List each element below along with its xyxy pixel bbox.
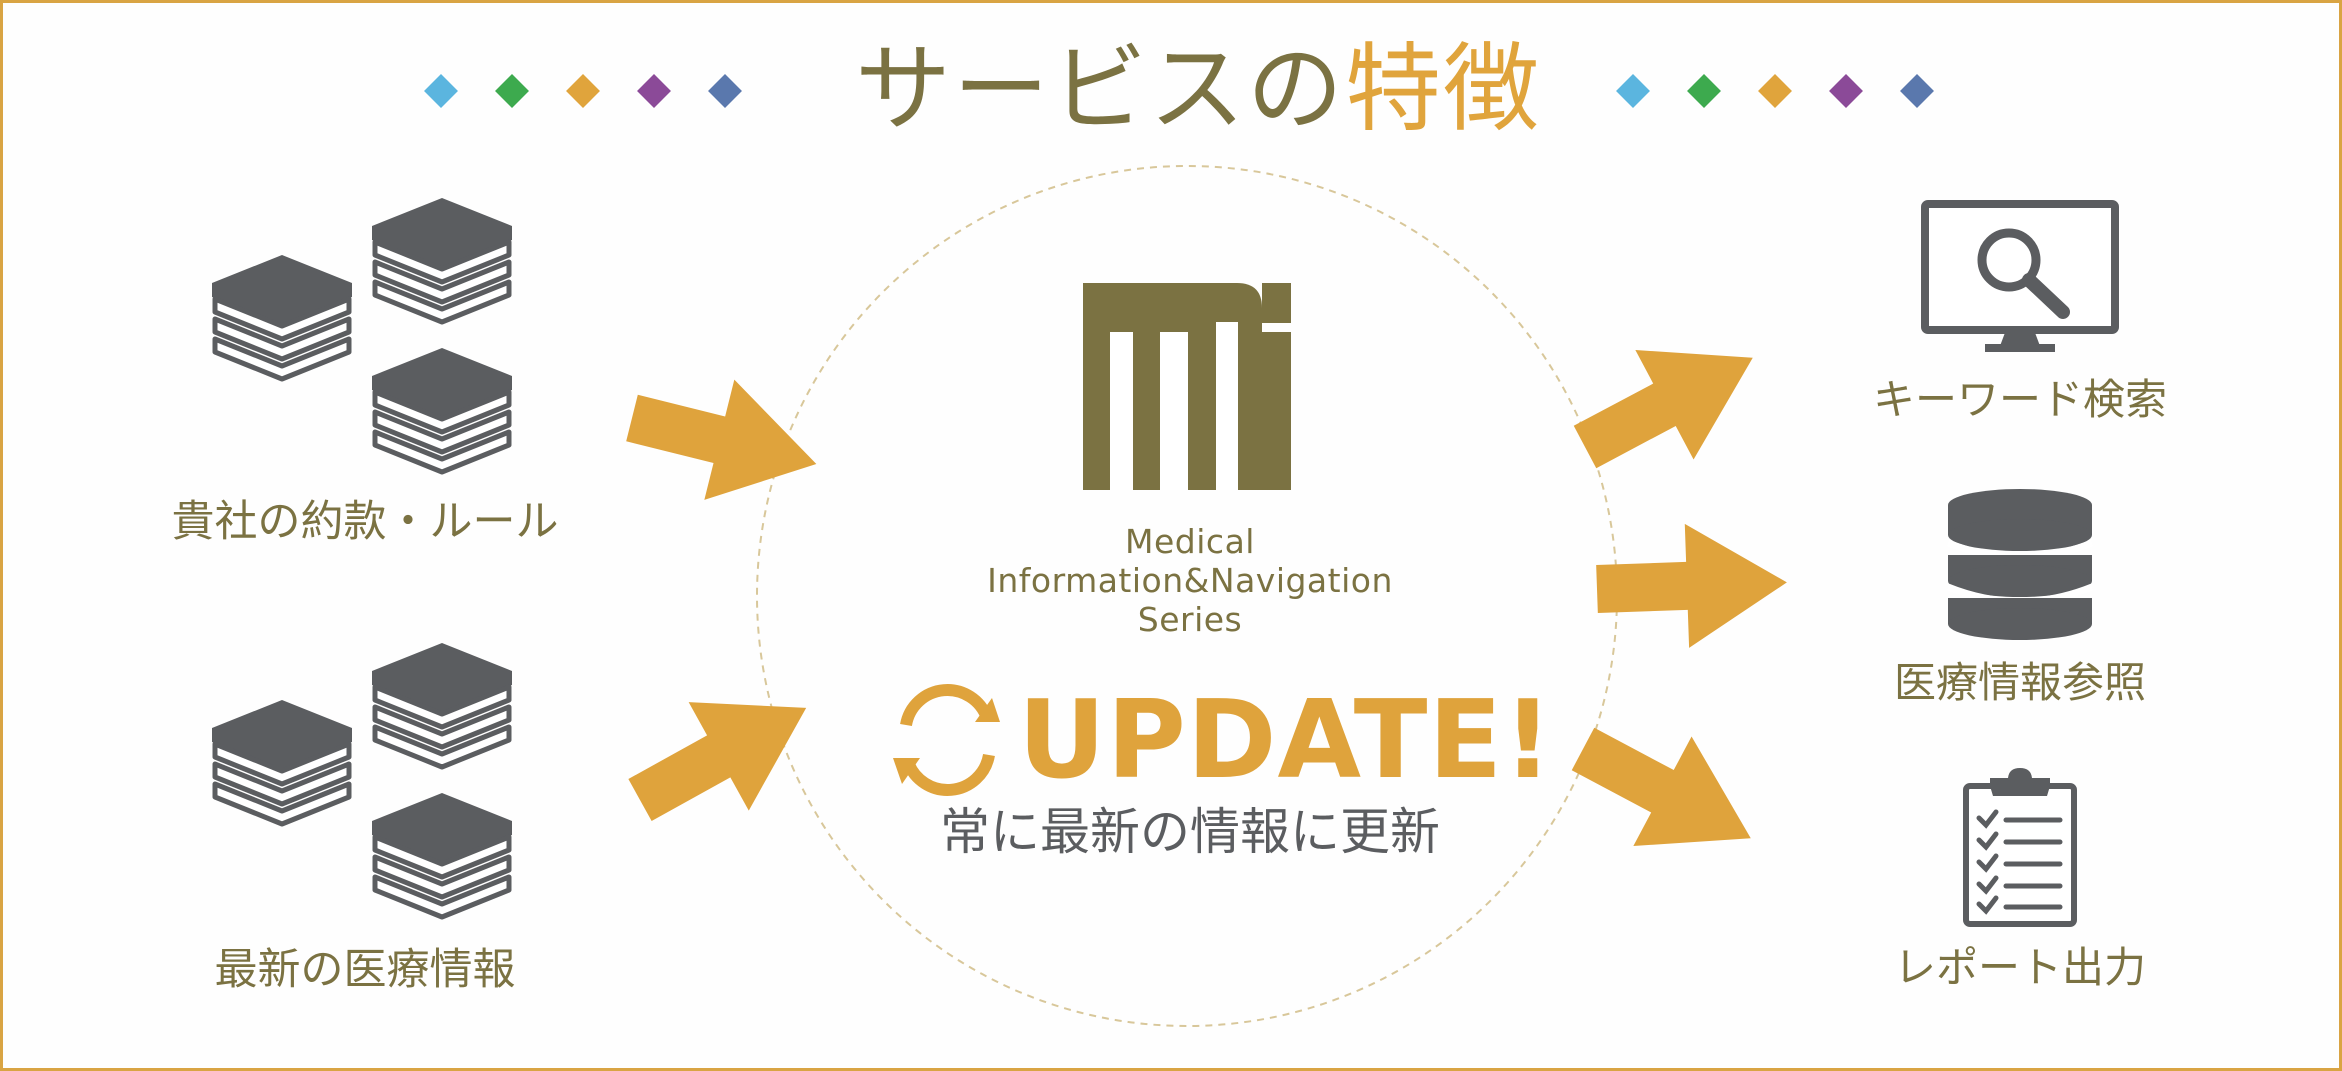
diamond-icon	[1758, 74, 1792, 108]
title-accent: 特徴	[1345, 33, 1541, 145]
arrow-icon	[617, 357, 832, 525]
diamond-icon	[708, 74, 742, 108]
arrow-icon	[609, 653, 837, 855]
brand-line-1: Medical	[1125, 522, 1255, 561]
database-icon	[1946, 489, 2094, 640]
input-label-rules: 貴社の約款・ルール	[171, 497, 559, 547]
diamond-icon	[1616, 74, 1650, 108]
update-caption: 常に最新の情報に更新	[940, 803, 1440, 861]
monitor-search-icon	[1921, 200, 2119, 352]
output-label-medical-reference: 医療情報参照	[1893, 658, 2146, 707]
mi-logo	[1083, 283, 1291, 490]
title-prefix: サービスの	[855, 33, 1345, 145]
output-label-keyword-search: キーワード検索	[1872, 375, 2167, 424]
output-label-report-output: レポート出力	[1893, 943, 2146, 992]
brand-line-2: Information&Navigation	[987, 561, 1393, 600]
update-label: UPDATE!	[1018, 678, 1554, 803]
page-title: サービスの特徴	[855, 24, 1541, 154]
brand-line-3: Series	[1137, 600, 1243, 639]
diamond-icon	[1687, 74, 1721, 108]
diamond-icon	[637, 74, 671, 108]
diamond-row-right	[1616, 74, 1934, 108]
diamond-icon	[1900, 74, 1934, 108]
arrow-icon	[1555, 303, 1782, 502]
diamond-icon	[495, 74, 529, 108]
diamond-icon	[1829, 74, 1863, 108]
books-icon	[212, 643, 512, 917]
arrow-icon	[1594, 520, 1790, 651]
input-label-medical-info: 最新の医療情報	[214, 945, 516, 995]
diamond-icon	[424, 74, 458, 108]
diamond-icon	[566, 74, 600, 108]
refresh-icon	[893, 684, 1000, 796]
arrow-icon	[1553, 694, 1780, 893]
diamond-row-left	[424, 74, 742, 108]
clipboard-checklist-icon	[1963, 768, 2077, 927]
books-icon	[212, 198, 512, 472]
